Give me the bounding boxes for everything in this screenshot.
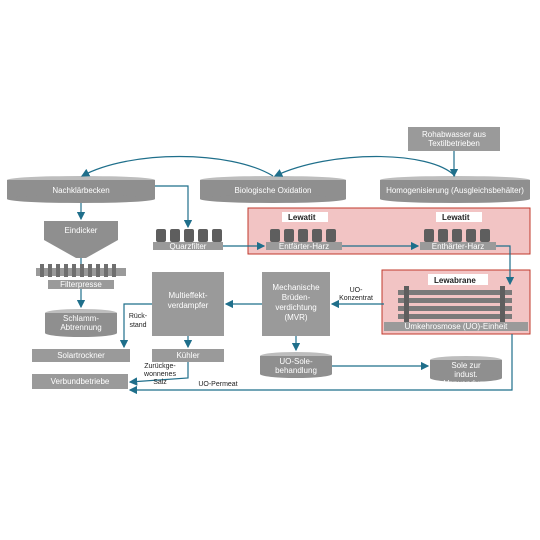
eindicker-funnel — [44, 240, 118, 258]
lewabrane-logo — [428, 274, 488, 285]
schlamm-bottom — [45, 329, 117, 337]
bio-tank — [200, 180, 346, 199]
sole-zur-bottom — [430, 374, 502, 382]
filterpresse-box — [48, 280, 114, 289]
multieffekt-box — [152, 272, 224, 336]
uo-sole-label: UO-Sole-behandlung — [275, 357, 317, 375]
bio-tank-bottom — [200, 195, 346, 203]
lewatit-brand-2: Lewatit — [442, 213, 470, 222]
eindicker-label: Eindicker — [65, 226, 98, 235]
filterpresse-icon — [36, 264, 126, 277]
nachklaer-tank — [7, 180, 155, 199]
lewabrane-brand: Lewabrane — [434, 276, 476, 285]
verbund-box — [32, 374, 128, 389]
eindicker-box — [44, 221, 118, 240]
nachklaer-label: Nachklärbecken — [52, 186, 109, 195]
kuehler-label: Kühler — [176, 351, 199, 360]
nachklaer-tank-bottom — [7, 195, 155, 203]
uo-membrane-icon — [398, 286, 512, 322]
homog-tank — [380, 180, 530, 199]
enthaerter-box — [420, 242, 496, 250]
arrow-nachklaer-quarzfilter — [155, 185, 193, 229]
quarzfilter-box — [153, 242, 223, 250]
multieffekt-label: Multieffekt-verdampfer — [168, 291, 209, 310]
uo-sole-tank — [260, 356, 332, 374]
entfaerter-icon — [270, 229, 336, 242]
arrow-bio-nachklaer — [80, 155, 274, 177]
arrow-multieffekt-solartrockner — [119, 303, 152, 349]
solartrockner-label: Solartrockner — [57, 351, 105, 360]
uo-konzentrat-label: UO-Konzentrat — [339, 287, 373, 302]
arrow-uo-permeat — [128, 334, 513, 395]
kuehler-box — [152, 349, 224, 362]
entfaerter-box — [266, 242, 342, 250]
bio-label: Biologische Oxidation — [235, 186, 312, 195]
quarzfilter-icon — [156, 229, 222, 242]
mvr-box — [262, 272, 330, 336]
verbund-label: Verbundbetriebe — [51, 377, 110, 386]
rueckstand-label: Rück-stand — [129, 313, 148, 329]
rohabwasser-box — [408, 127, 500, 151]
arrow-homog-bio — [273, 155, 456, 177]
uo-einheit-box — [384, 322, 528, 331]
lewatit-logo-1 — [282, 212, 328, 222]
lewatit-brand-1: Lewatit — [288, 213, 316, 222]
uo-einheit-label: Umkehrosmose (UO)-Einheit — [405, 322, 508, 331]
filterpresse-label: Filterpresse — [60, 280, 102, 289]
uo-sole-bottom — [260, 370, 332, 378]
lewatit-logo-2 — [436, 212, 482, 222]
flow-arrows — [76, 151, 515, 395]
uo-permeat-label: UO-Permeat — [198, 381, 237, 388]
arrow-kuehler-verbund — [128, 362, 189, 386]
sole-zur-tank — [430, 360, 502, 378]
enthaerter-label: Enthärter-Harz — [432, 242, 484, 251]
homog-tank-bottom — [380, 195, 530, 203]
schlamm-tank — [45, 313, 117, 333]
homog-label: Homogenisierung (Ausgleichsbehälter) — [386, 186, 524, 195]
quarzfilter-label: Quarzfilter — [170, 242, 207, 251]
enthaerter-icon — [424, 229, 490, 242]
arrow-enthaerter-uo — [496, 245, 515, 286]
schlamm-label: Schlamm-Abtrennung — [60, 314, 101, 332]
solartrockner-box — [32, 349, 130, 362]
entfaerter-label: Entfärter-Harz — [279, 242, 329, 251]
